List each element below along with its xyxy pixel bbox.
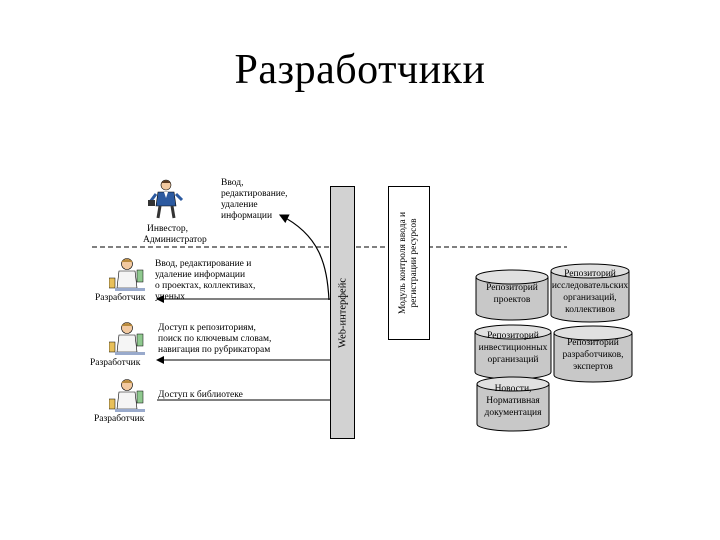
admin-arrow [278,214,330,301]
repo-news-line1: Новости, [494,384,532,394]
admin-edit-line-2: редактирование, [221,189,288,199]
repo-developers-line2: разработчиков, [562,350,624,360]
admin-edit-text: Ввод, редактирование, удаление информаци… [221,178,287,222]
control-module-bar: Модуль контроля ввода и регистрации ресу… [388,186,430,340]
repo-news-line3: документация [484,408,542,418]
dev-search-line-2: поиск по ключевым словам, [158,334,272,344]
control-module-label: Модуль контроля ввода и регистрации ресу… [398,212,420,314]
repo-investors-line1: Репозиторий [487,331,539,341]
dev-edit-line-4: ученых [155,292,185,302]
repo-news-cylinder [476,376,550,432]
repo-research-line4: коллективов [565,305,615,315]
businessman-icon [148,179,184,219]
dev-search-line-3: навигация по рубрикаторам [158,345,271,355]
page-title: Разработчики [234,47,486,93]
repo-research-line1: Репозиторий [564,269,616,279]
repo-developers-line3: экспертов [573,362,613,372]
repo-projects-line1: Репозиторий [486,283,538,293]
scientist-icon [109,322,145,355]
investor-label-line2: Администратор [143,235,207,245]
scientist-icon [109,379,145,412]
repo-developers-line1: Репозиторий [567,338,619,348]
developer1-label: Разработчик [95,293,146,303]
admin-edit-line-4: информации [221,211,273,221]
investor-label: Инвестор, Администратор [143,224,207,246]
dev-edit-text: Ввод, редактирование и удаление информац… [155,259,255,303]
dev-edit-line-3: о проектах, коллективах, [155,281,256,291]
dev-search-line-1: Доступ к репозиториям, [158,323,256,333]
repo-developers-cylinder [553,325,633,383]
investor-label-line1: Инвестор, [147,224,188,234]
dev-library-text: Доступ к библиотеке [158,390,243,401]
web-interface-label: Web-интерфейс [337,277,348,348]
admin-edit-line-1: Ввод, [221,178,244,188]
scientist-icon [109,258,145,291]
repo-investors-line3: организаций [487,355,539,365]
repo-projects-line2: проектов [493,295,531,305]
repo-investors-line2: инвестиционных [478,343,548,353]
control-module-line1: Модуль контроля ввода и [398,211,408,315]
repo-research-cylinder [550,263,630,323]
developer2-label: Разработчик [90,358,141,368]
dev-library-line-1: Доступ к библиотеке [158,390,243,400]
repo-investors-cylinder [474,324,552,380]
repo-news-line2: Нормативная [486,396,540,406]
admin-edit-line-3: удаление [221,200,258,210]
dev-edit-line-1: Ввод, редактирование и [155,259,252,269]
repo-research-line3: организаций, [563,293,617,303]
dev-search-text: Доступ к репозиториям, поиск по ключевым… [158,323,271,356]
control-module-line2: регистрации ресурсов [409,218,419,308]
web-interface-bar: Web-интерфейс [330,186,355,439]
dev-edit-line-2: удаление информации [155,270,246,280]
developer3-label: Разработчик [94,414,145,424]
repo-research-line2: исследовательских [551,281,629,291]
repo-projects-cylinder [475,269,549,321]
